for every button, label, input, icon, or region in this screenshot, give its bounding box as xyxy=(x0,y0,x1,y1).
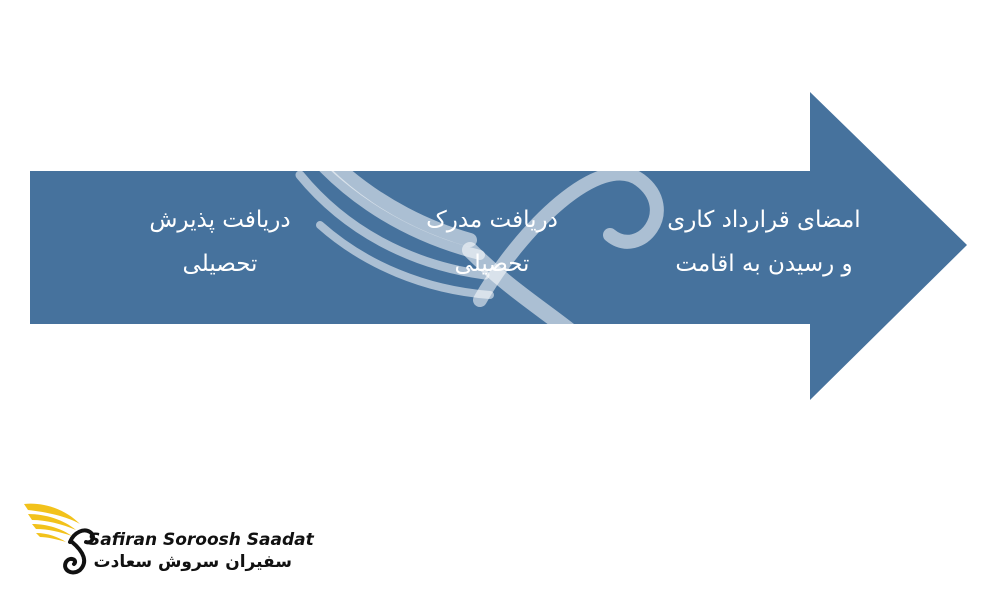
step-line: دریافت مدرک xyxy=(426,207,558,233)
company-logo: Safiran Soroosh Saadat سفیران سروش سعادت xyxy=(22,498,314,578)
step-line: دریافت پذیرش xyxy=(149,207,291,233)
step-line: تحصیلی xyxy=(454,251,530,277)
logo-latin-name: Safiran Soroosh Saadat xyxy=(88,530,314,550)
step-receive-degree: دریافت مدرک تحصیلی xyxy=(392,198,592,286)
bird-logo-icon xyxy=(24,503,95,575)
arrow-shape xyxy=(30,92,967,400)
bird-watermark-icon xyxy=(258,61,664,497)
step-line: امضای قرارداد کاری xyxy=(667,207,861,233)
step-line: تحصیلی xyxy=(182,251,258,277)
step-line: و رسیدن به اقامت xyxy=(675,251,853,277)
logo-persian-name: سفیران سروش سعادت xyxy=(93,552,292,572)
step-work-contract-residency: امضای قرارداد کاری و رسیدن به اقامت xyxy=(640,198,888,286)
step-receive-admission: دریافت پذیرش تحصیلی xyxy=(120,198,320,286)
